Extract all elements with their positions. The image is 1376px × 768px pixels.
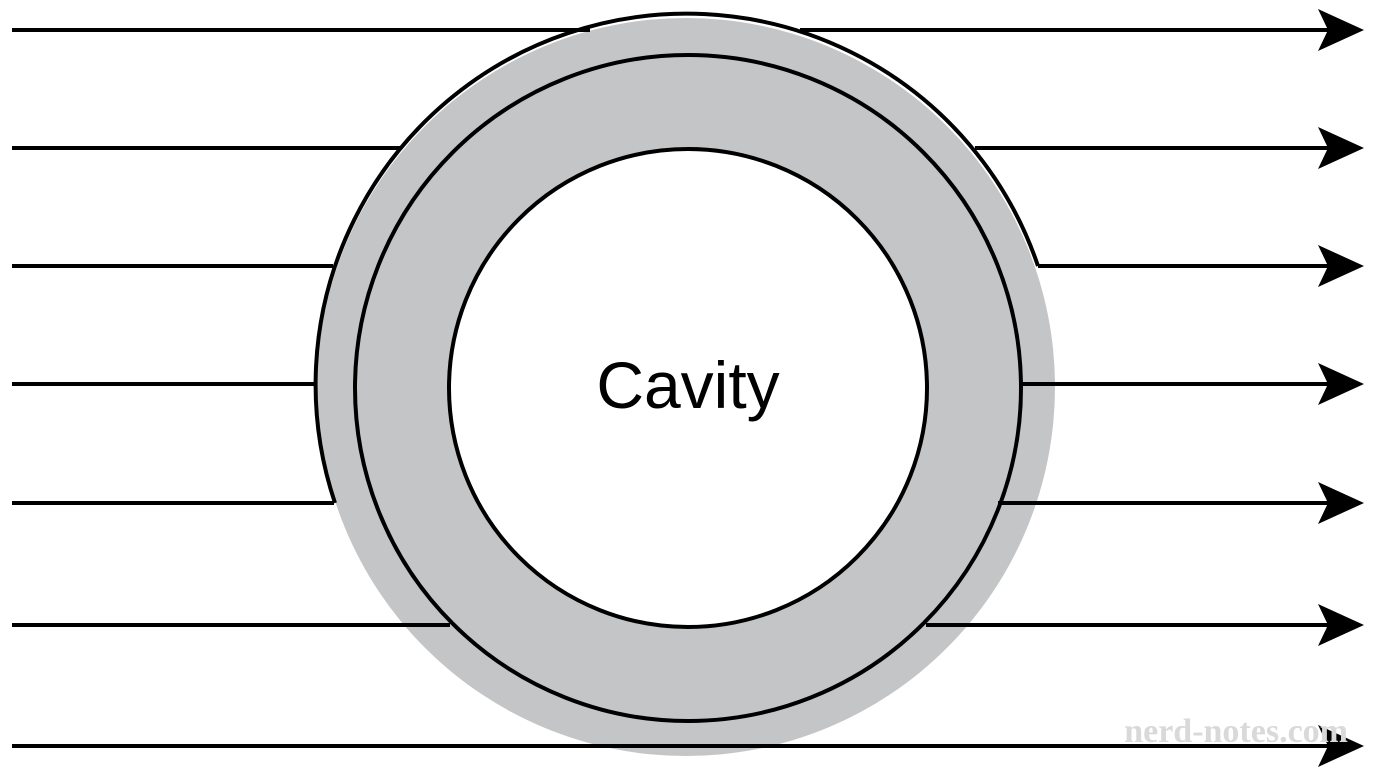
- arrowhead-4: [1318, 363, 1364, 405]
- watermark-text: nerd-notes.com: [1124, 713, 1348, 750]
- arrowhead-1: [1318, 9, 1364, 51]
- arrowhead-6: [1318, 604, 1364, 646]
- field-lines-right: [800, 28, 1330, 627]
- outer-shell-outline-upper: [313, 11, 1040, 504]
- field-lines-left: [12, 28, 1330, 748]
- cavity-label: Cavity: [596, 348, 779, 422]
- arrowheads: [1318, 9, 1364, 767]
- arrowhead-7: [1318, 725, 1364, 767]
- arrowhead-2: [1318, 127, 1364, 169]
- cavity: [447, 147, 929, 629]
- arrowhead-5: [1318, 482, 1364, 524]
- arrowhead-3: [1318, 245, 1364, 287]
